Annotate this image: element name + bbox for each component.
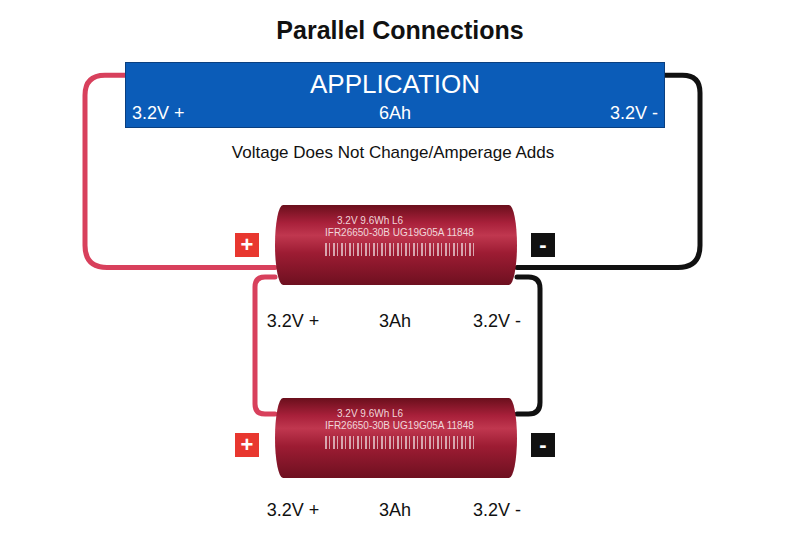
diagram-title: Parallel Connections: [0, 16, 800, 45]
capacity-label: 3Ah: [379, 311, 411, 332]
barcode: [325, 243, 475, 256]
cell-print: 3.2V 9.6Wh L6: [337, 408, 403, 419]
terminal-label: 3.2V +: [267, 500, 320, 521]
cell-print: 3.2V 9.6Wh L6: [337, 215, 403, 226]
cell-print: IFR26650-30B UG19G05A 11848: [325, 227, 474, 238]
terminal-label: 3.2V -: [473, 500, 521, 521]
note-text: Voltage Does Not Change/Amperage Adds: [232, 143, 554, 163]
positive-marker: +: [235, 233, 259, 257]
capacity-label: 3Ah: [379, 500, 411, 521]
battery-cell: 3.2V 9.6Wh L6IFR26650-30B UG19G05A 11848: [275, 205, 517, 285]
cell-print: IFR26650-30B UG19G05A 11848: [325, 420, 474, 431]
battery-cell: 3.2V 9.6Wh L6IFR26650-30B UG19G05A 11848: [275, 398, 517, 478]
negative-marker: -: [531, 433, 555, 457]
positive-marker: +: [235, 433, 259, 457]
band-heading: APPLICATION: [126, 70, 664, 99]
application-band: APPLICATION 3.2V +6Ah3.2V -: [125, 62, 665, 128]
terminal-label: 3.2V -: [473, 311, 521, 332]
band-rating: 3.2V +: [132, 104, 185, 124]
negative-marker: -: [531, 233, 555, 257]
negative-wire: [517, 277, 540, 414]
band-rating: 3.2V -: [610, 104, 658, 124]
band-rating: 6Ah: [126, 104, 664, 124]
terminal-label: 3.2V +: [267, 311, 320, 332]
barcode: [325, 436, 475, 449]
positive-wire: [255, 277, 275, 414]
